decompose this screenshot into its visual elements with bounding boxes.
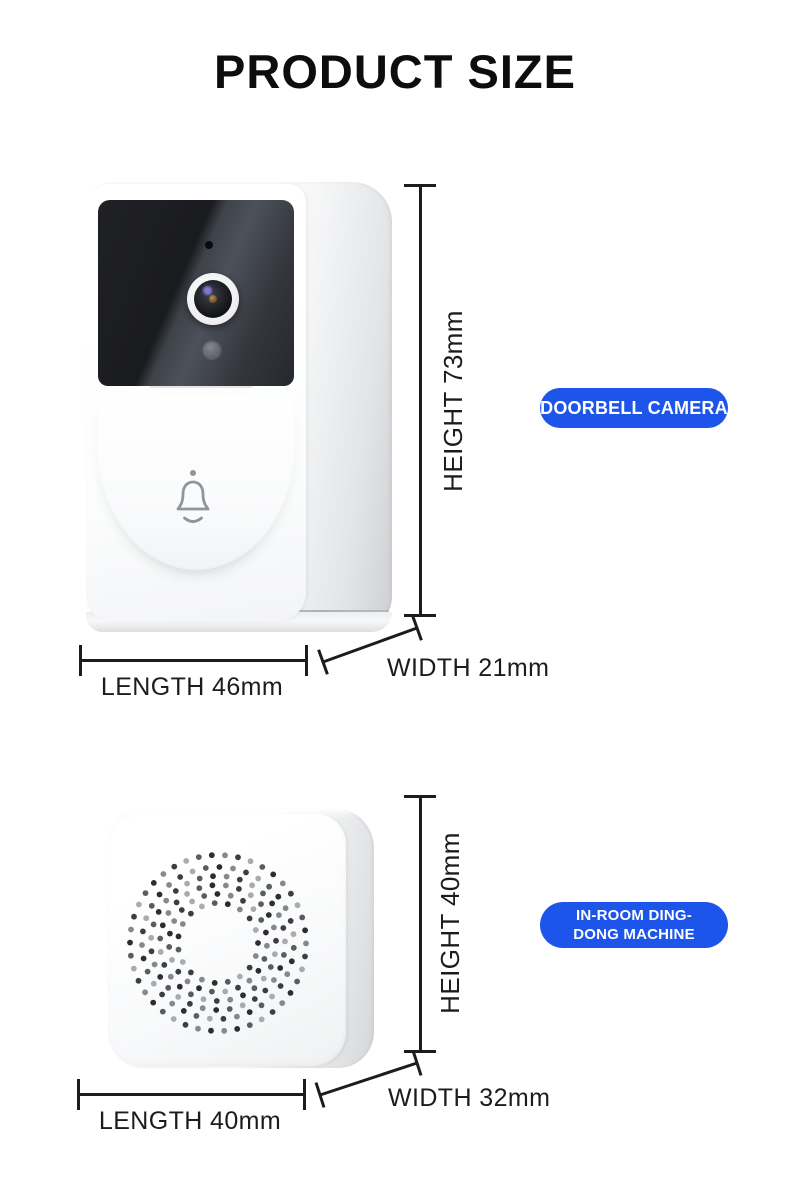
- light-sensor-icon: [202, 340, 222, 360]
- speaker-grille-icon: [127, 852, 309, 1034]
- mic-hole-icon: [205, 241, 213, 249]
- doorbell-camera-image: [86, 182, 392, 632]
- page-title: PRODUCT SIZE: [214, 45, 576, 98]
- chime-length-line-right-cap: [303, 1079, 306, 1110]
- doorbell-height-line-bottom-cap: [404, 614, 436, 617]
- doorbell-camera-panel: [98, 200, 294, 386]
- ding-dong-machine-badge: IN-ROOM DING-DONG MACHINE: [540, 902, 728, 948]
- chime-front-face: [108, 814, 346, 1066]
- doorbell-width-label: WIDTH 21mm: [387, 654, 550, 682]
- doorbell-camera-badge: DOORBELL CAMERA: [540, 388, 728, 428]
- doorbell-length-line-right-cap: [305, 645, 308, 676]
- ding-dong-machine-image: [108, 808, 374, 1068]
- doorbell-height-line-top-cap: [404, 184, 436, 187]
- chime-height-line-top-cap: [404, 795, 436, 798]
- doorbell-height-line: [419, 186, 422, 617]
- lens-pupil: [209, 295, 217, 303]
- camera-lens-icon: [187, 273, 239, 325]
- chime-width-line: [314, 1050, 423, 1108]
- chime-width-label: WIDTH 32mm: [388, 1084, 551, 1112]
- doorbell-front-face: [86, 184, 306, 622]
- doorbell-length-label: LENGTH 46mm: [100, 673, 284, 701]
- chime-length-line-left-cap: [77, 1079, 80, 1110]
- chime-top-highlight: [118, 808, 358, 818]
- chime-height-line-bottom-cap: [404, 1050, 436, 1053]
- chime-length-label: LENGTH 40mm: [98, 1107, 282, 1135]
- doorbell-width-line: [317, 615, 423, 675]
- doorbell-length-line-left-cap: [79, 645, 82, 676]
- chime-length-line: [78, 1093, 305, 1096]
- lens-glint: [203, 286, 212, 295]
- bell-icon: [176, 470, 210, 523]
- chime-height-label: HEIGHT 40mm: [435, 832, 465, 1014]
- camera-lens-glass: [194, 280, 232, 318]
- chime-height-line: [419, 797, 422, 1052]
- doorbell-height-label: HEIGHT 73mm: [438, 310, 468, 492]
- doorbell-length-line: [80, 659, 307, 662]
